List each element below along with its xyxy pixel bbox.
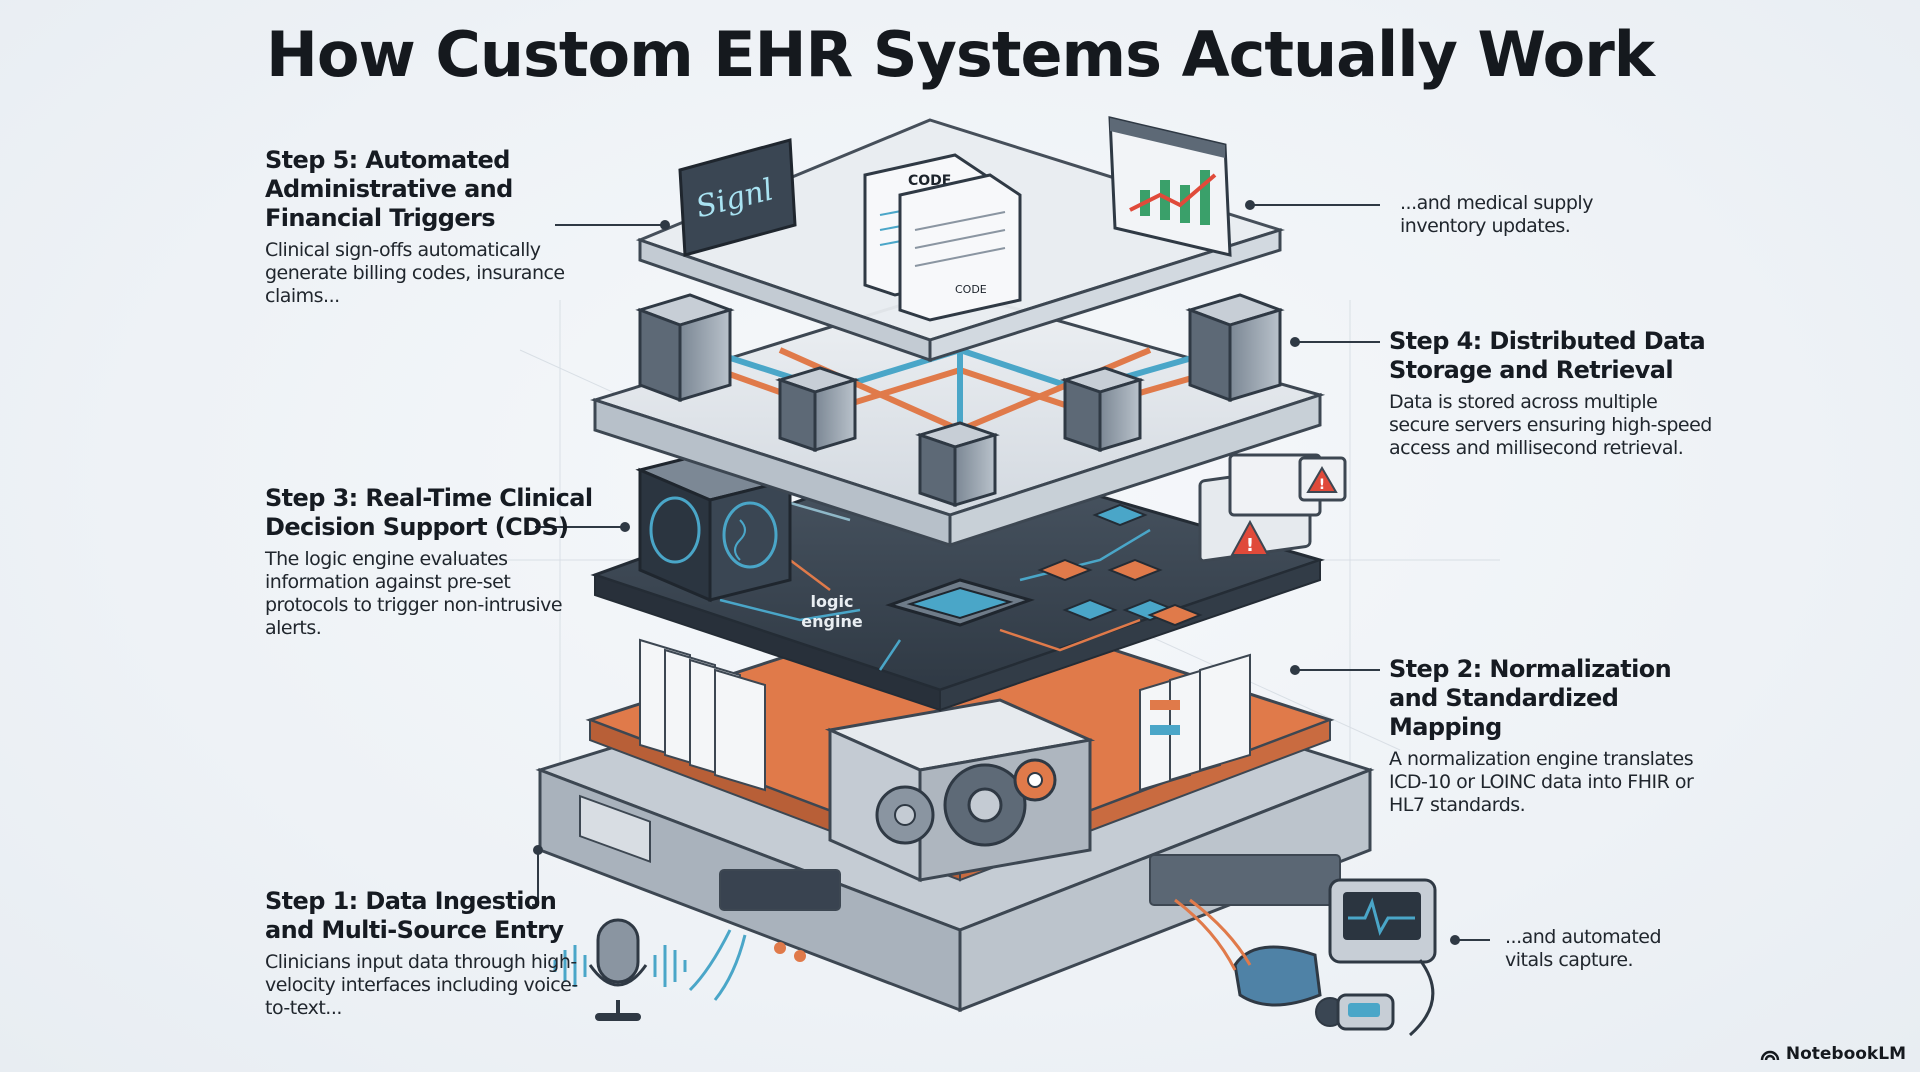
chart-icon [1108, 116, 1232, 257]
step-1-body: Clinicians input data through high-veloc… [265, 951, 578, 1019]
notebooklm-icon [1760, 1050, 1780, 1061]
svg-text:CODE: CODE [955, 283, 987, 296]
logic-engine-label-2: engine [801, 612, 863, 631]
document-stack-left [639, 638, 766, 792]
server-icon [1185, 293, 1285, 403]
step-3-callout: Step 3: Real-Time Clinical Decision Supp… [265, 484, 595, 640]
server-icon [775, 366, 860, 453]
vitals-note: ...and automated vitals capture. [1505, 926, 1662, 971]
blood-pressure-cuff-icon [1233, 945, 1345, 1027]
step-4-callout: Step 4: Distributed Data Storage and Ret… [1389, 327, 1719, 460]
microphone-icon [588, 918, 648, 1021]
gear-icon [875, 785, 935, 845]
alert-icon: ! [1228, 453, 1347, 517]
notebooklm-branding: NotebookLM [1760, 1044, 1906, 1064]
step-5-body: Clinical sign-offs automatically generat… [265, 239, 565, 307]
logic-engine-layer: logic engine ! ! [590, 448, 1347, 712]
server-icon [915, 421, 1000, 508]
step-1-callout: Step 1: Data Ingestion and Multi-Source … [265, 887, 595, 1020]
step-4-heading: Step 4: Distributed Data Storage and Ret… [1389, 327, 1706, 384]
server-icon [635, 293, 735, 403]
decision-flow [1037, 503, 1203, 627]
sound-wave-icon [553, 945, 687, 987]
gear-icon [943, 763, 1027, 847]
step-3-heading: Step 3: Real-Time Clinical Decision Supp… [265, 484, 593, 541]
supply-note: ...and medical supply inventory updates. [1400, 192, 1593, 237]
step-2-heading: Step 2: Normalization and Standardized M… [1389, 655, 1672, 741]
step-1-heading: Step 1: Data Ingestion and Multi-Source … [265, 887, 564, 944]
brain-cube-icon [635, 448, 795, 603]
svg-text:!: ! [1246, 535, 1254, 556]
step-3-body: The logic engine evaluates information a… [265, 548, 563, 639]
page-title: How Custom EHR Systems Actually Work [265, 18, 1655, 91]
step-5-heading: Step 5: Automated Administrative and Fin… [265, 146, 513, 232]
step-4-body: Data is stored across multiple secure se… [1389, 391, 1712, 459]
document-icon: CODE [898, 173, 1022, 322]
normalization-layer [585, 598, 1335, 883]
step-2-body: A normalization engine translates ICD-10… [1389, 748, 1694, 816]
notebooklm-label: NotebookLM [1785, 1044, 1906, 1064]
vitals-monitor-icon [1328, 878, 1437, 964]
device-cables [688, 898, 1435, 1037]
admin-financial-layer: Signl CODE CODE [635, 116, 1286, 363]
svg-text:!: ! [1319, 477, 1325, 493]
pulse-oximeter-icon [1336, 993, 1395, 1031]
document-stack-right [1139, 653, 1251, 792]
normalization-engine-box [824, 698, 1096, 883]
step-5-callout: Step 5: Automated Administrative and Fin… [265, 146, 595, 308]
callout-lines [532, 200, 1490, 945]
gear-icon [1013, 758, 1057, 802]
step-2-callout: Step 2: Normalization and Standardized M… [1389, 655, 1719, 817]
server-icon [1060, 366, 1145, 453]
signature-card: Signl [678, 138, 797, 257]
logic-engine-label-1: logic [811, 592, 854, 611]
cpu-chip-icon [885, 578, 1035, 627]
